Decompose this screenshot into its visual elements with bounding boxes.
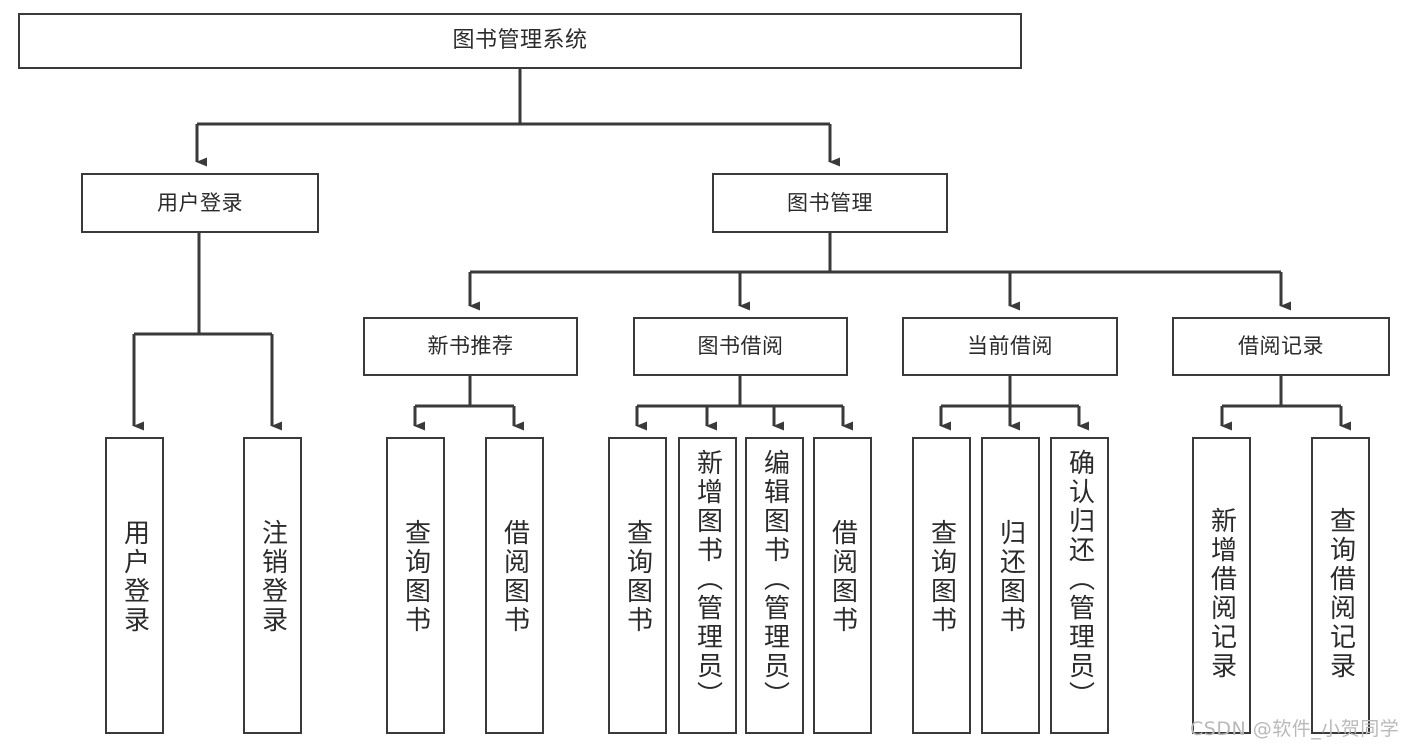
leaf-user-logout[interactable]: 注销登录 — [243, 437, 302, 734]
leaf-add-borrow-record[interactable]: 新增借阅记录 — [1192, 437, 1251, 734]
leaf-borrow-book[interactable]: 借阅图书 — [813, 437, 872, 734]
node-current-borrow[interactable]: 当前借阅 — [902, 317, 1118, 376]
node-label: 图书借阅 — [697, 334, 784, 359]
leaf-return-book[interactable]: 归还图书 — [981, 437, 1040, 734]
node-label: 用户登录 — [157, 190, 243, 215]
node-label: 查询图书 — [400, 519, 431, 635]
node-label: 新书推荐 — [427, 334, 514, 359]
node-label: 确认归还（管理员） — [1064, 449, 1095, 710]
leaf-query-book-recommend[interactable]: 查询图书 — [386, 437, 445, 734]
node-label: 当前借阅 — [967, 334, 1053, 359]
node-borrow-record[interactable]: 借阅记录 — [1172, 317, 1390, 376]
node-label: 查询图书 — [622, 519, 653, 635]
node-book-management[interactable]: 图书管理 — [712, 173, 948, 233]
node-label: 借阅图书 — [827, 519, 858, 635]
node-label: 借阅记录 — [1238, 334, 1324, 359]
node-root-system[interactable]: 图书管理系统 — [18, 13, 1022, 69]
node-label: 编辑图书（管理员） — [759, 449, 790, 710]
leaf-edit-book-admin[interactable]: 编辑图书（管理员） — [745, 437, 804, 734]
node-user-login[interactable]: 用户登录 — [81, 173, 319, 233]
node-label: 注销登录 — [257, 519, 288, 635]
leaf-query-book-borrow[interactable]: 查询图书 — [608, 437, 667, 734]
node-label: 借阅图书 — [499, 519, 530, 635]
leaf-query-book-current[interactable]: 查询图书 — [912, 437, 971, 734]
node-label: 图书管理 — [787, 190, 873, 215]
node-label: 查询图书 — [926, 519, 957, 635]
node-label: 图书管理系统 — [452, 28, 588, 54]
leaf-confirm-return-admin[interactable]: 确认归还（管理员） — [1050, 437, 1109, 734]
leaf-borrow-book-recommend[interactable]: 借阅图书 — [485, 437, 544, 734]
node-label: 查询借阅记录 — [1325, 507, 1356, 681]
node-label: 归还图书 — [995, 519, 1026, 635]
node-book-borrow[interactable]: 图书借阅 — [633, 317, 848, 376]
node-label: 新增图书（管理员） — [692, 449, 723, 710]
leaf-add-book-admin[interactable]: 新增图书（管理员） — [678, 437, 737, 734]
leaf-user-login[interactable]: 用户登录 — [105, 437, 164, 734]
node-label: 用户登录 — [119, 519, 150, 635]
watermark-text: CSDN @软件_小贺同学 — [1190, 718, 1400, 740]
node-label: 新增借阅记录 — [1206, 507, 1237, 681]
leaf-query-borrow-record[interactable]: 查询借阅记录 — [1311, 437, 1370, 734]
node-new-book-recommend[interactable]: 新书推荐 — [363, 317, 578, 376]
